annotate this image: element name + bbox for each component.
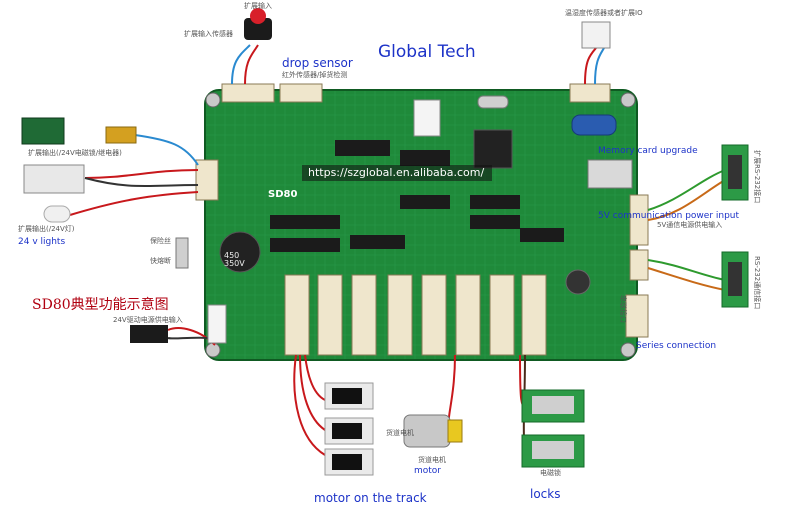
comm-power-label: 5V communication power input <box>598 211 740 221</box>
crystal <box>477 95 509 109</box>
output-lock <box>23 164 85 194</box>
top-connector <box>279 83 323 103</box>
capacitor-blue <box>571 114 617 136</box>
track-motor <box>324 382 374 410</box>
figure-caption: SD80典型功能示意图 <box>32 297 169 313</box>
power-input-plug <box>207 304 227 344</box>
chip <box>335 140 390 156</box>
series-connection-label: Series connection <box>636 341 717 351</box>
sd-card-slot <box>587 159 633 189</box>
capacitor <box>565 269 591 295</box>
power-input-label: 24V驱动电源供电输入 <box>113 316 183 324</box>
drop-sensor-cn-label: 红外传感器/掉货检测 <box>282 71 348 79</box>
quick-fuse-label: 快熔断 <box>150 257 171 265</box>
rs232-comm-label: RS-232通信接口 <box>753 256 761 310</box>
fuse-label: 保险丝 <box>150 237 171 245</box>
track-motor <box>324 417 374 445</box>
comm-power-cn-label: 5V通信电源供电输入 <box>657 221 723 229</box>
board-name: SD80 <box>268 189 298 200</box>
top-connector <box>221 83 275 103</box>
locks-label: locks <box>530 487 561 501</box>
track-motor <box>324 448 374 476</box>
chip <box>270 215 340 229</box>
chip <box>470 215 520 229</box>
rs232-ext-label: 扩展RS-232接口 <box>753 150 761 204</box>
bottom-connectors <box>284 274 547 356</box>
capacitor-text: 450 350V <box>224 251 245 268</box>
watermark-url: https://szglobal.en.alibaba.com/ <box>308 166 485 179</box>
mcu-chip <box>473 129 513 169</box>
temp-sensor-label: 温湿度传感器或者扩展IO <box>565 9 643 17</box>
power-input-jack <box>130 325 168 343</box>
memory-card-label: Memory card upgrade <box>598 146 698 156</box>
mount-hole <box>620 342 636 358</box>
track-motor-cn-label: 货道电机 <box>386 429 414 437</box>
ext-input-label: 扩展输入 <box>244 2 272 10</box>
motor-track-label: motor on the track <box>314 491 427 505</box>
relay-module <box>21 117 65 145</box>
right-connector <box>625 294 649 338</box>
watermark-bar <box>302 165 492 181</box>
rs232-port <box>721 251 749 308</box>
chip <box>470 195 520 209</box>
lock-module <box>521 389 585 423</box>
light-bulb <box>43 205 71 223</box>
lock-module <box>521 434 585 468</box>
rs232-port <box>721 144 749 201</box>
chip <box>413 99 441 137</box>
ext-output-label: 扩展输出(/24V电磁锁/继电器) <box>28 149 122 157</box>
chip <box>400 195 450 209</box>
input-button-body <box>244 18 272 40</box>
ir-sensor <box>105 126 137 144</box>
page-title: Global Tech <box>378 42 476 62</box>
chip <box>270 238 340 252</box>
motor-label: motor <box>414 466 442 476</box>
mount-hole <box>205 92 221 108</box>
series-cn-label: 串联接口 <box>619 295 627 323</box>
lights-label: 24 v lights <box>18 237 66 247</box>
input-button-cap <box>250 8 266 24</box>
top-connector <box>569 83 611 103</box>
fuse-block <box>175 237 189 269</box>
dc-motor <box>403 414 463 448</box>
capacitor <box>219 231 261 273</box>
temp-sensor <box>581 21 611 49</box>
chip <box>350 235 405 249</box>
right-connector <box>629 249 649 281</box>
chip <box>400 150 450 166</box>
motor-cn-label: 货道电机 <box>418 456 446 464</box>
lock-cn-label: 电磁锁 <box>540 469 561 477</box>
drop-sensor-label: drop sensor <box>282 56 353 70</box>
left-connector <box>195 159 219 201</box>
chip <box>520 228 564 242</box>
ext-input-sensor-label: 扩展输入传感器 <box>184 30 233 38</box>
ext-output-light-label: 扩展输出(/24V灯) <box>18 225 75 233</box>
mount-hole <box>620 92 636 108</box>
mount-hole <box>205 342 221 358</box>
